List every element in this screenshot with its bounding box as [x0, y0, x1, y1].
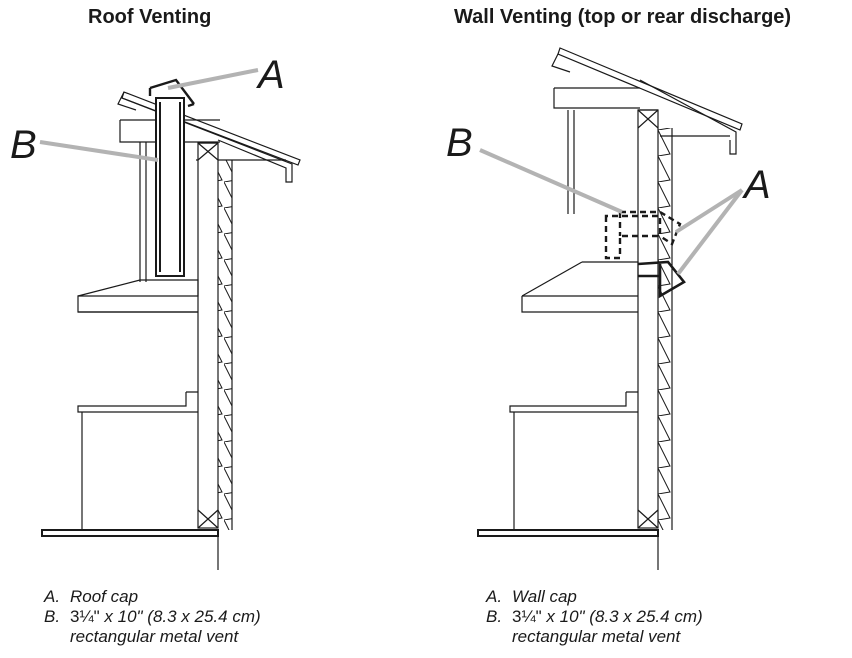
- wall-roof-structure: [551, 47, 743, 155]
- wall-range-hood: [521, 261, 639, 313]
- legend-item-a: A. Roof cap: [44, 587, 261, 607]
- wall-venting-drawing: [477, 47, 744, 570]
- legend-description: x 10" (8.3 x 25.4 cm) rectangular metal …: [512, 607, 703, 646]
- wall-leader-line-b: [479, 148, 623, 214]
- leader-line-a: [167, 68, 259, 90]
- legend-dimension: 3¼": [512, 607, 542, 626]
- legend-item-b: B. 3¼" x 10" (8.3 x 25.4 cm) rectangular…: [44, 607, 261, 647]
- exterior-wall: [197, 142, 233, 570]
- roof-venting-legend: A. Roof cap B. 3¼" x 10" (8.3 x 25.4 cm)…: [44, 587, 261, 647]
- roof-vent-duct: [155, 97, 185, 277]
- legend-dimension: 3¼": [70, 607, 100, 626]
- roof-venting-title: Roof Venting: [88, 6, 212, 28]
- wall-ceiling-line: [567, 110, 575, 214]
- callout-a-wall: A: [742, 163, 771, 207]
- legend-key: B.: [486, 607, 503, 626]
- wall-vent-duct-dashed: [604, 210, 682, 260]
- legend-key: A.: [44, 587, 61, 606]
- wall-leader-line-a1: [674, 188, 744, 234]
- wall-venting-legend: A. Wall cap B. 3¼" x 10" (8.3 x 25.4 cm)…: [486, 587, 703, 647]
- callout-a-roof: A: [256, 53, 285, 97]
- wall-leader-line-a2: [676, 188, 744, 276]
- ceiling-line: [139, 142, 147, 282]
- legend-text: Wall cap: [512, 587, 577, 606]
- legend-text: 3¼" x 10" (8.3 x 25.4 cm) rectangular me…: [70, 607, 261, 647]
- roof-cap: [148, 78, 195, 108]
- legend-key: B.: [44, 607, 61, 626]
- legend-item-b: B. 3¼" x 10" (8.3 x 25.4 cm) rectangular…: [486, 607, 703, 647]
- range-hood: [77, 279, 199, 313]
- callout-b-roof: B: [10, 123, 37, 167]
- legend-text: 3¼" x 10" (8.3 x 25.4 cm) rectangular me…: [512, 607, 703, 647]
- callout-b-wall: B: [446, 121, 473, 165]
- wall-base-cabinet: [477, 391, 659, 537]
- legend-text: Roof cap: [70, 587, 139, 606]
- wall-venting-title: Wall Venting (top or rear discharge): [454, 6, 792, 28]
- legend-description: x 10" (8.3 x 25.4 cm) rectangular metal …: [70, 607, 261, 646]
- base-cabinet: [41, 391, 219, 537]
- leader-line-b: [39, 140, 159, 162]
- wall-cap: [637, 260, 686, 299]
- legend-key: A.: [486, 587, 503, 606]
- wall-exterior-wall: [637, 109, 673, 570]
- roof-venting-drawing: [39, 68, 301, 570]
- legend-item-a: A. Wall cap: [486, 587, 703, 607]
